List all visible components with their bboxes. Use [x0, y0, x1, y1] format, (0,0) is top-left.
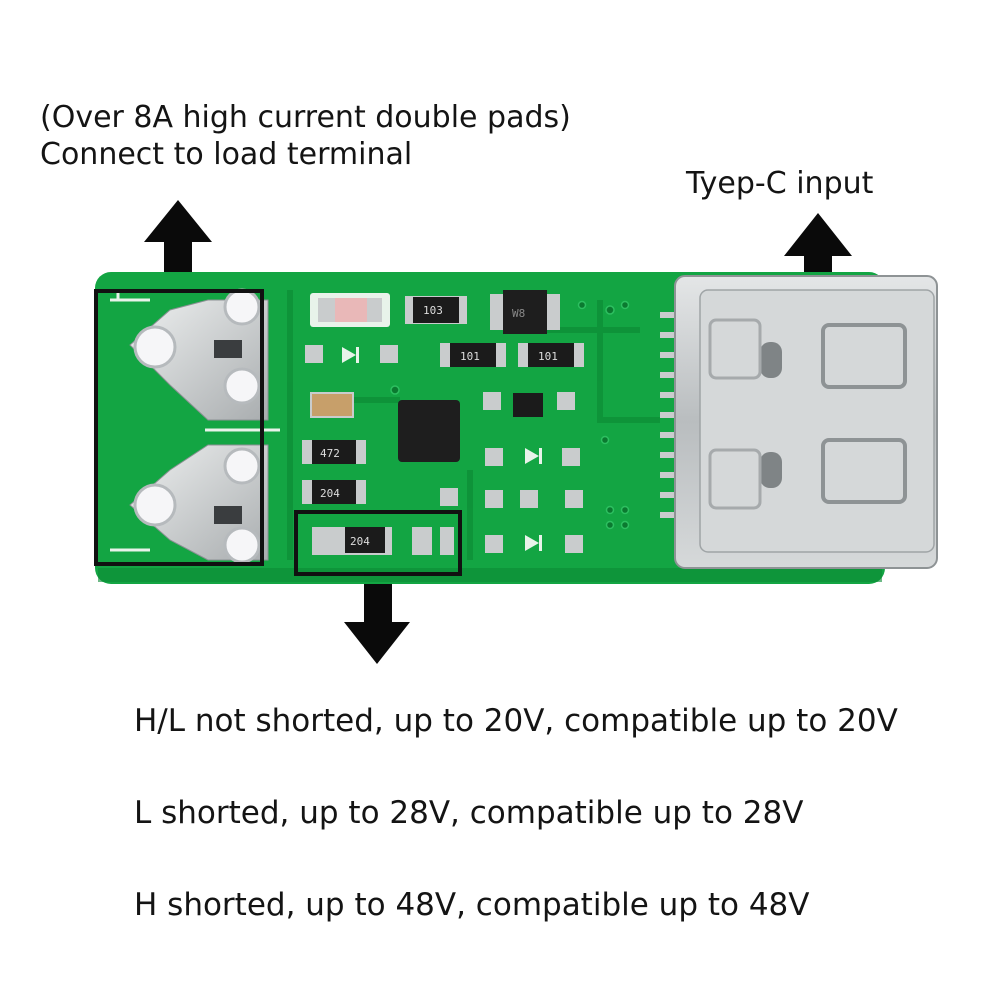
- resistor-label-r4: 472: [320, 447, 340, 460]
- led-component: [335, 298, 367, 322]
- pad-hole: [133, 483, 177, 527]
- load-pads-highlight-box: [94, 289, 264, 566]
- main-ic: [398, 400, 460, 462]
- note-h-shorted: H shorted, up to 48V, compatible up to 4…: [134, 887, 810, 923]
- jumper-highlight-box: [294, 510, 462, 576]
- note-l-shorted: L shorted, up to 28V, compatible up to 2…: [134, 795, 804, 831]
- load-terminal-pads: [129, 288, 269, 564]
- jumper-pad-h: [412, 527, 432, 555]
- arrow-up-load-icon: [144, 200, 212, 290]
- resistor-label-r5: 204: [320, 487, 340, 500]
- load-pad-caption-line1: (Over 8A high current double pads): [40, 100, 571, 135]
- ic-w8: [503, 290, 547, 334]
- note-hl-not-shorted: H/L not shorted, up to 20V, compatible u…: [134, 703, 898, 739]
- pad-hole: [223, 288, 261, 326]
- smd-components: 103 W8 101 101: [302, 290, 584, 555]
- arrow-up-input-icon: [784, 213, 852, 304]
- jumper-pad-l: [440, 527, 454, 555]
- usb-type-c-connector: [660, 275, 938, 569]
- resistor-label-r3: 101: [538, 350, 558, 363]
- pad-hole: [133, 325, 177, 369]
- pad-hole: [223, 367, 261, 405]
- arrow-down-jumper-icon: [344, 578, 410, 664]
- pad-hole: [223, 526, 261, 564]
- type-c-input-caption: Tyep-C input: [686, 166, 874, 201]
- resistor-label-r2: 101: [460, 350, 480, 363]
- resistor-label-r1: 103: [423, 304, 443, 317]
- ic-label: W8: [512, 307, 525, 320]
- resistor-label-r6: 204: [350, 535, 370, 548]
- capacitor: [312, 394, 352, 416]
- load-pad-caption-line2: Connect to load terminal: [40, 137, 413, 172]
- pad-hole: [223, 447, 261, 485]
